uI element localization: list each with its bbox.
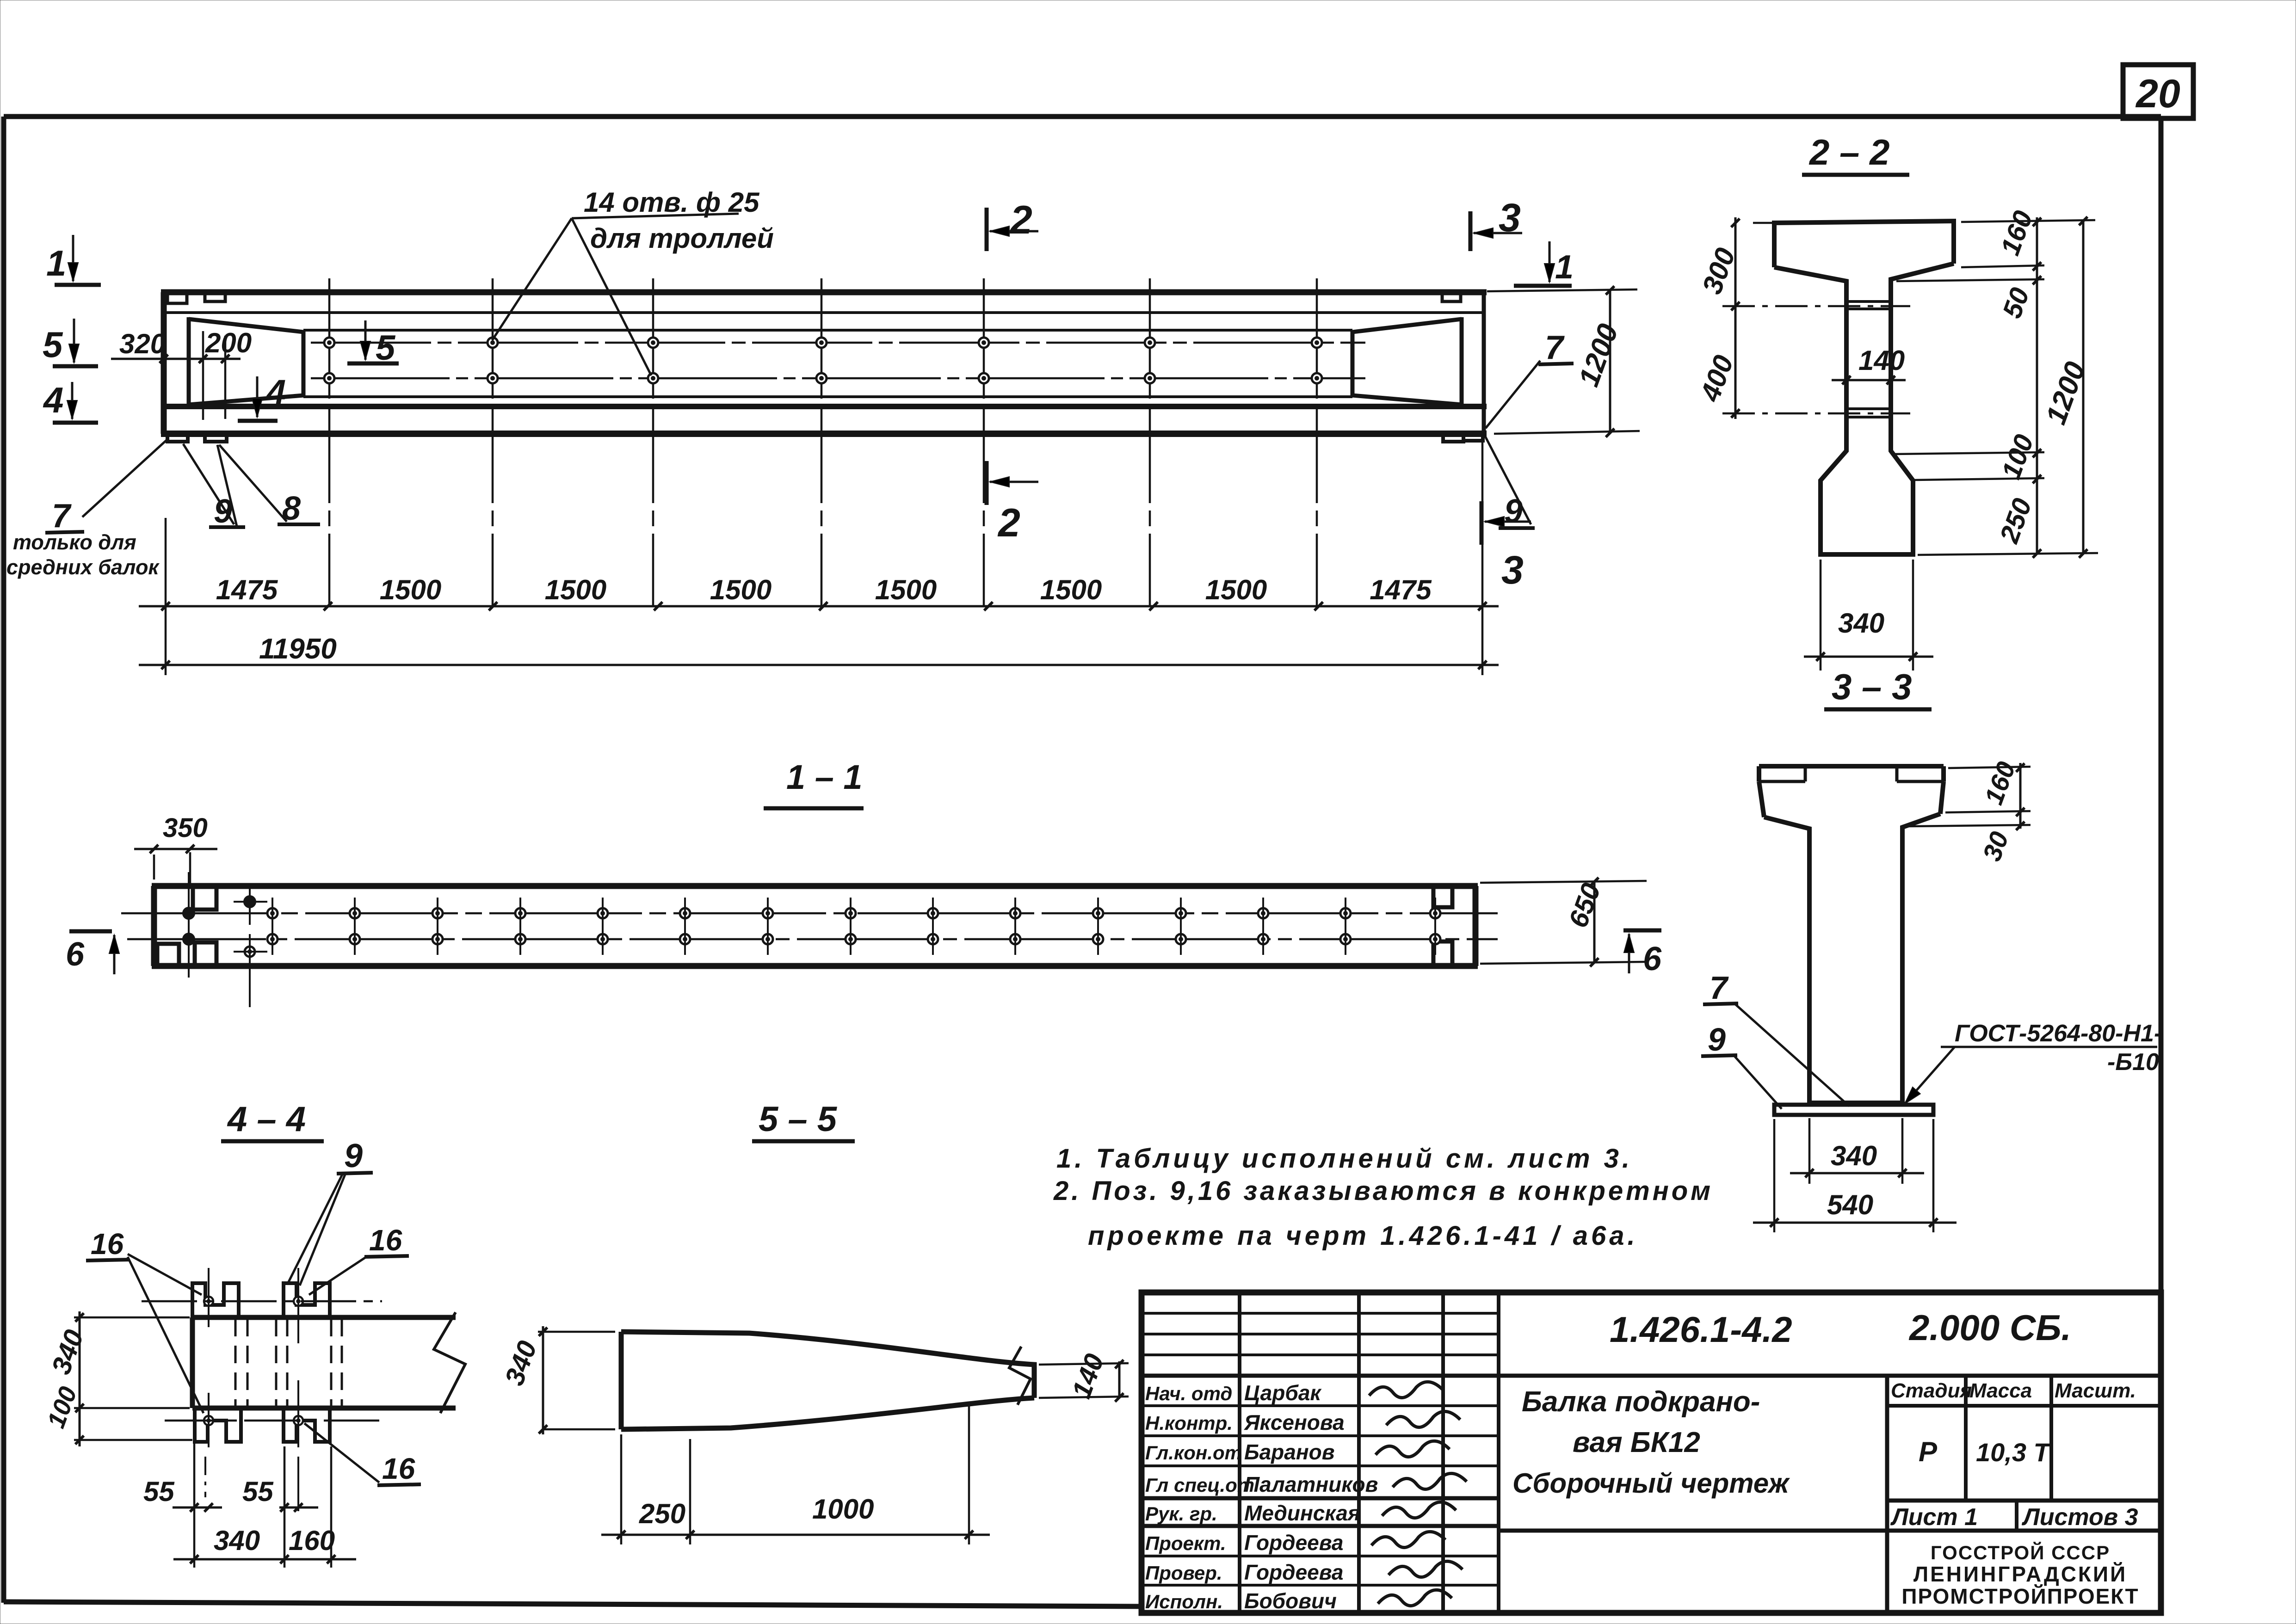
svg-text:7: 7	[52, 498, 72, 535]
svg-text:Царбак: Царбак	[1244, 1381, 1322, 1405]
svg-text:Провер.: Провер.	[1145, 1562, 1222, 1584]
svg-text:14 отв. ф 25: 14 отв. ф 25	[584, 187, 760, 218]
svg-text:340: 340	[1838, 608, 1884, 639]
svg-text:2.000 СБ.: 2.000 СБ.	[1908, 1307, 2071, 1348]
svg-text:1500: 1500	[1205, 574, 1267, 605]
svg-text:Баранов: Баранов	[1244, 1440, 1335, 1464]
svg-text:Масса: Масса	[1969, 1379, 2032, 1402]
svg-text:540: 540	[1827, 1189, 1873, 1220]
svg-text:Яксенова: Яксенова	[1244, 1410, 1345, 1434]
svg-text:1500: 1500	[545, 574, 606, 605]
svg-text:6: 6	[66, 936, 85, 973]
svg-text:5: 5	[376, 328, 396, 368]
svg-text:1.426.1-4.2: 1.426.1-4.2	[1610, 1309, 1792, 1350]
svg-text:320: 320	[119, 328, 166, 359]
svg-text:Палатников: Палатников	[1244, 1472, 1378, 1496]
svg-text:Балка подкрано-: Балка подкрано-	[1522, 1386, 1760, 1418]
svg-text:4 – 4: 4 – 4	[227, 1100, 306, 1139]
svg-text:7: 7	[1545, 329, 1565, 366]
svg-text:9: 9	[1708, 1021, 1726, 1058]
svg-text:Гордеева: Гордеева	[1244, 1531, 1344, 1555]
svg-text:проекте па черт 1.426.1-41 / а: проекте па черт 1.426.1-41 / а6а.	[1088, 1221, 1638, 1251]
svg-text:2: 2	[997, 501, 1020, 545]
svg-text:Листов 3: Листов 3	[2021, 1504, 2138, 1531]
svg-text:9: 9	[344, 1138, 363, 1175]
svg-text:Исполн.: Исполн.	[1145, 1591, 1223, 1612]
svg-text:1475: 1475	[1370, 574, 1432, 605]
svg-text:3: 3	[1501, 548, 1524, 592]
svg-text:1475: 1475	[216, 574, 278, 605]
svg-text:55: 55	[242, 1476, 274, 1507]
svg-text:6: 6	[1643, 941, 1662, 978]
svg-text:1500: 1500	[710, 574, 772, 605]
svg-text:16: 16	[382, 1452, 415, 1485]
svg-text:ГОСТ-5264-80-Н1-: ГОСТ-5264-80-Н1-	[1955, 1020, 2162, 1047]
svg-text:1: 1	[46, 243, 66, 283]
svg-text:Масшт.: Масшт.	[2055, 1379, 2136, 1402]
svg-text:Гл спец.от: Гл спец.от	[1145, 1474, 1254, 1496]
svg-text:340: 340	[1831, 1140, 1877, 1171]
svg-text:ГОССТРОЙ СССР: ГОССТРОЙ СССР	[1931, 1541, 2110, 1563]
svg-text:-Б10: -Б10	[2107, 1049, 2159, 1076]
svg-text:9: 9	[1504, 493, 1523, 530]
svg-text:55: 55	[143, 1476, 175, 1507]
svg-text:1000: 1000	[812, 1494, 874, 1525]
svg-text:2 – 2: 2 – 2	[1808, 132, 1889, 172]
svg-text:Проект.: Проект.	[1145, 1532, 1226, 1554]
svg-text:10,3 Т: 10,3 Т	[1976, 1438, 2052, 1467]
svg-text:1500: 1500	[1040, 574, 1102, 605]
svg-text:4: 4	[265, 373, 286, 412]
svg-text:5 – 5: 5 – 5	[759, 1100, 838, 1139]
svg-text:1. Таблицу исполнений см. лис: 1. Таблицу исполнений см. лист 3.	[1056, 1144, 1633, 1174]
svg-text:ПРОМСТРОЙПРОЕКТ: ПРОМСТРОЙПРОЕКТ	[1901, 1584, 2139, 1608]
svg-text:Рук. гр.: Рук. гр.	[1145, 1503, 1217, 1525]
svg-text:3 – 3: 3 – 3	[1832, 666, 1912, 707]
svg-text:20: 20	[2135, 72, 2180, 116]
svg-text:Н.контр.: Н.контр.	[1145, 1412, 1233, 1434]
svg-text:Гл.кон.от: Гл.кон.от	[1145, 1442, 1242, 1464]
svg-text:для троллей: для троллей	[590, 223, 774, 254]
svg-text:Лист 1: Лист 1	[1890, 1504, 1978, 1531]
svg-text:Сборочный чертеж: Сборочный чертеж	[1512, 1468, 1790, 1499]
svg-text:16: 16	[369, 1224, 402, 1257]
svg-text:вая БК12: вая БК12	[1573, 1427, 1700, 1458]
svg-text:350: 350	[163, 813, 208, 843]
svg-text:средних балок: средних балок	[6, 555, 160, 579]
svg-text:4: 4	[43, 380, 63, 420]
svg-text:200: 200	[205, 327, 252, 358]
svg-text:Гордеева: Гордеева	[1244, 1560, 1344, 1584]
svg-text:1: 1	[1555, 249, 1574, 286]
svg-text:1500: 1500	[380, 574, 441, 605]
svg-text:11950: 11950	[259, 633, 337, 665]
svg-text:1500: 1500	[875, 574, 937, 605]
svg-text:1 – 1: 1 – 1	[786, 758, 863, 796]
svg-text:ЛЕНИНГРАДСКИЙ: ЛЕНИНГРАДСКИЙ	[1913, 1562, 2127, 1586]
svg-text:7: 7	[1710, 970, 1729, 1006]
svg-text:8: 8	[282, 490, 301, 527]
svg-text:2. Поз. 9,16 заказываются в ко: 2. Поз. 9,16 заказываются в конкретном	[1053, 1176, 1713, 1206]
svg-text:250: 250	[639, 1498, 685, 1529]
svg-text:340: 340	[214, 1525, 260, 1556]
svg-text:Нач. отд: Нач. отд	[1145, 1383, 1232, 1404]
svg-text:16: 16	[91, 1227, 124, 1261]
svg-text:5: 5	[43, 324, 63, 365]
svg-text:2: 2	[1009, 198, 1032, 242]
svg-text:160: 160	[289, 1525, 335, 1556]
svg-text:Мединская: Мединская	[1244, 1501, 1360, 1525]
svg-text:Бобович: Бобович	[1244, 1589, 1337, 1613]
svg-text:Р: Р	[1919, 1436, 1938, 1467]
svg-text:только для: только для	[13, 530, 136, 554]
svg-text:140: 140	[1858, 345, 1905, 376]
svg-text:Стадия: Стадия	[1891, 1379, 1972, 1402]
svg-text:3: 3	[1499, 196, 1521, 240]
